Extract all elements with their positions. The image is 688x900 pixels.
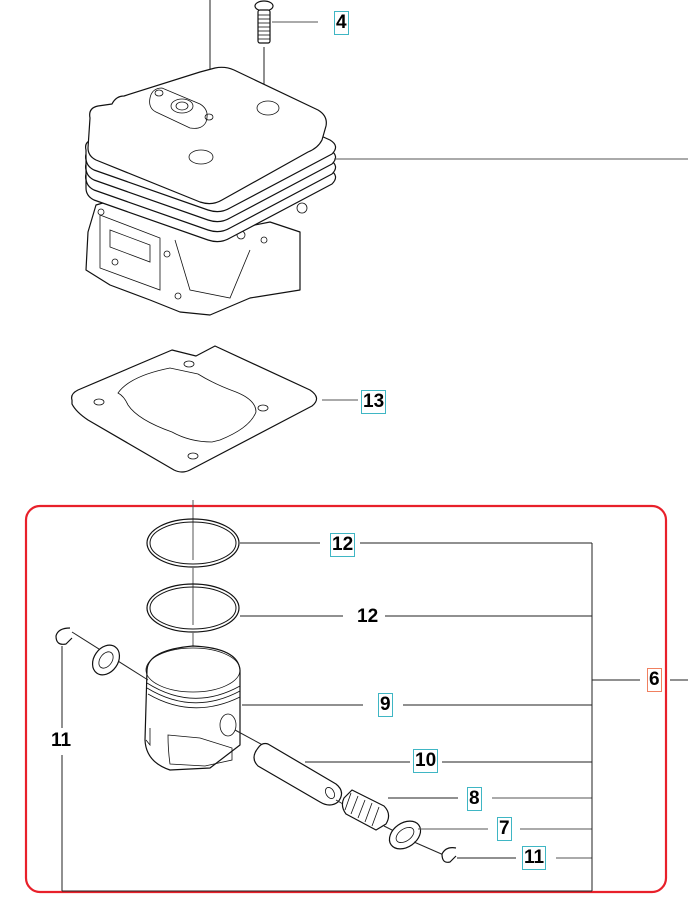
thrust-washer-left[interactable] (87, 640, 125, 680)
circlip-right[interactable] (441, 847, 457, 863)
callout-7[interactable]: 7 (497, 817, 512, 841)
callout-11-right[interactable]: 11 (522, 846, 547, 870)
callout-10[interactable]: 10 (413, 749, 439, 773)
circlip-left[interactable] (55, 627, 73, 645)
piston[interactable] (144, 645, 241, 771)
piston-ring-upper[interactable] (146, 518, 240, 568)
callout-4[interactable]: 4 (334, 11, 349, 35)
callout-12-lower[interactable]: 12 (356, 606, 380, 628)
thrust-washer[interactable] (384, 815, 426, 854)
piston-kit-highlight-frame (24, 504, 668, 894)
cylinder-bolt[interactable] (254, 0, 274, 44)
needle-bearing[interactable] (341, 789, 390, 831)
cylinder-gasket[interactable] (71, 345, 318, 473)
piston-ring-lower[interactable] (146, 583, 240, 633)
callout-12-upper[interactable]: 12 (330, 533, 356, 557)
callout-11-left[interactable]: 11 (50, 730, 73, 752)
cylinder[interactable] (85, 66, 337, 316)
callout-8[interactable]: 8 (467, 787, 482, 811)
piston-pin[interactable] (234, 729, 343, 806)
callout-13[interactable]: 13 (361, 390, 387, 414)
callout-9[interactable]: 9 (378, 693, 393, 717)
axis-line (413, 841, 447, 857)
callout-6[interactable]: 6 (647, 668, 662, 692)
